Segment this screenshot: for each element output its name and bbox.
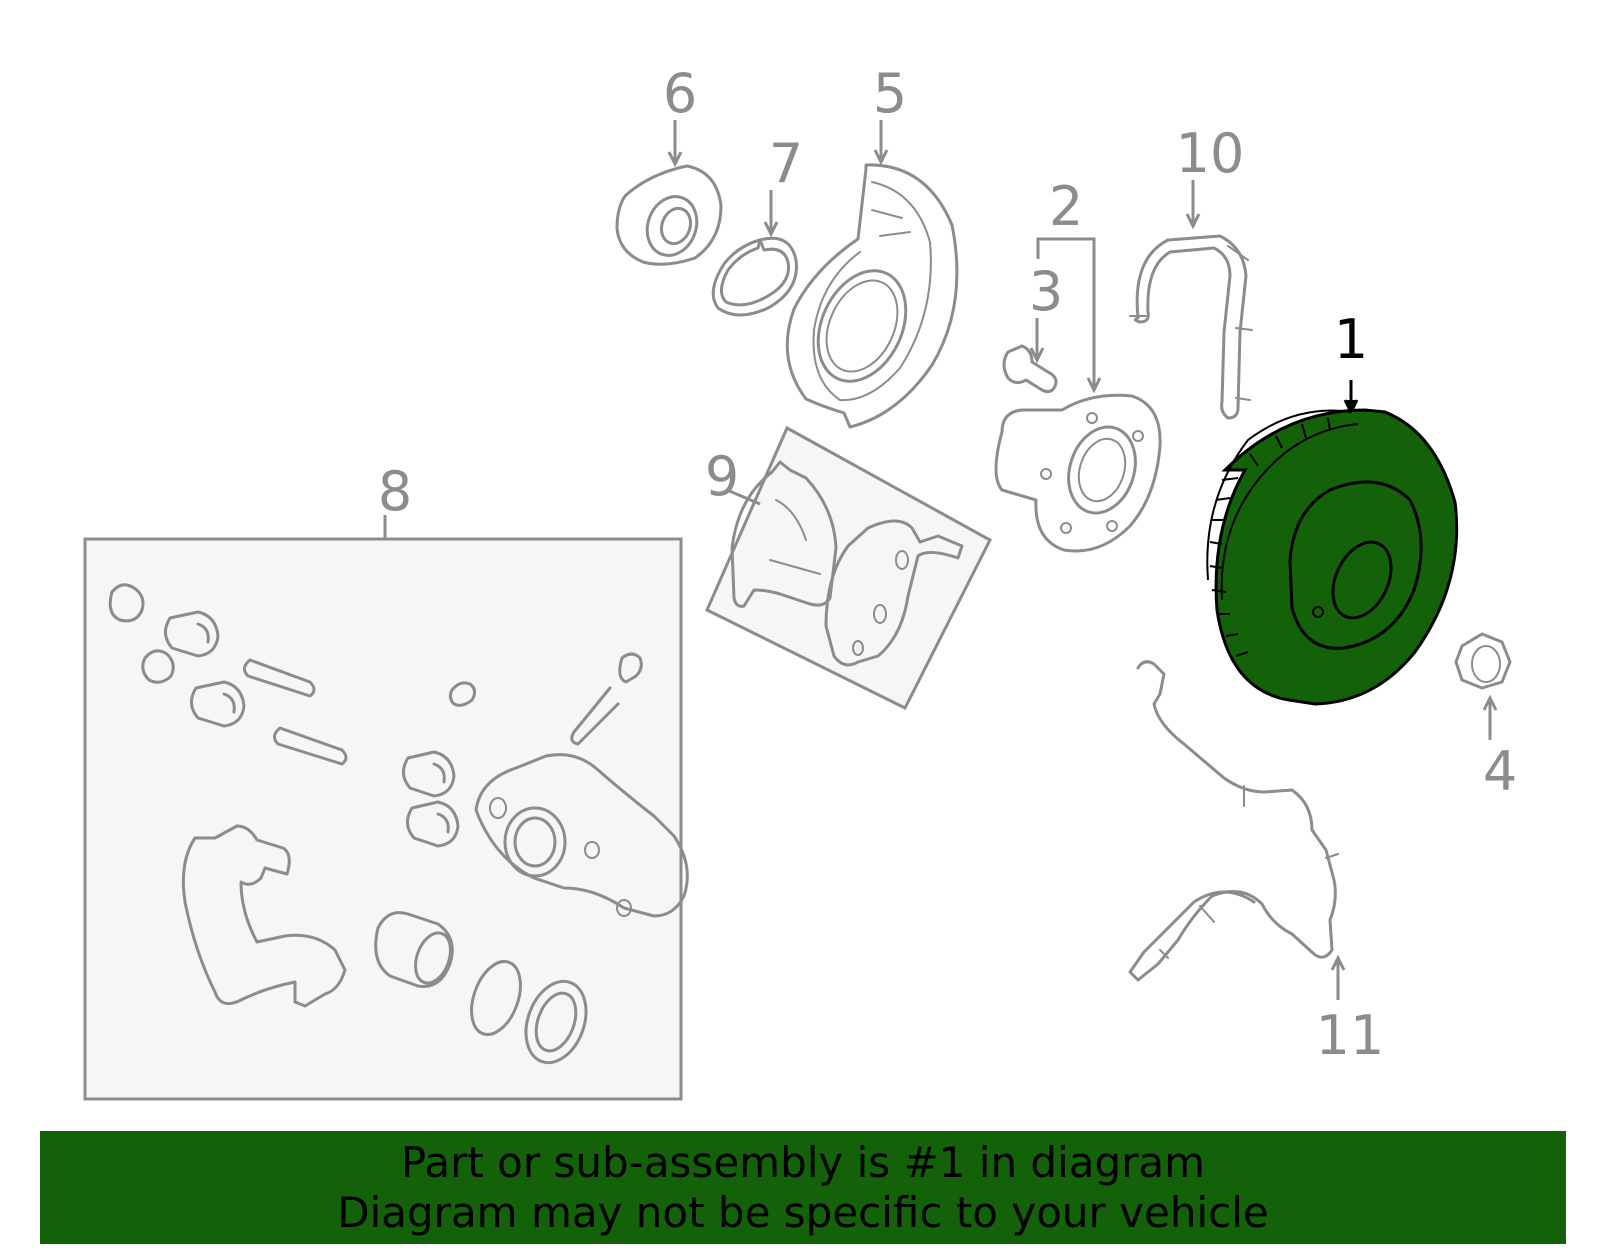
callout-7: 7 [769,132,803,195]
part-10-sensor-wire [1129,180,1253,420]
callout-2: 2 [1049,175,1083,238]
part-4-nut [1454,632,1512,740]
part-11-abs-sensor [1128,660,1346,1000]
callout-5: 5 [873,62,907,125]
part-9-brake-pads [705,425,992,711]
banner-line-1: Part or sub-assembly is #1 in diagram [400,1137,1206,1187]
part-8-caliper-kit [83,515,689,1101]
callout-1: 1 [1334,308,1368,371]
part-2-hub [994,237,1162,553]
part-1-brake-rotor [1206,380,1459,706]
callout-10: 10 [1176,122,1245,185]
part-7-snap-ring [711,190,798,317]
callout-3: 3 [1029,260,1063,323]
info-banner: Part or sub-assembly is #1 in diagram Di… [40,1131,1566,1244]
callout-6: 6 [663,62,697,125]
callout-9: 9 [705,445,739,508]
callout-4: 4 [1483,740,1517,803]
part-5-dust-shield [785,120,959,429]
banner-line-2: Diagram may not be specific to your vehi… [337,1187,1269,1237]
callout-11: 11 [1316,1004,1385,1067]
part-3-bolt [1002,318,1058,394]
part-6-bearing [615,120,723,266]
callout-8: 8 [378,460,412,523]
